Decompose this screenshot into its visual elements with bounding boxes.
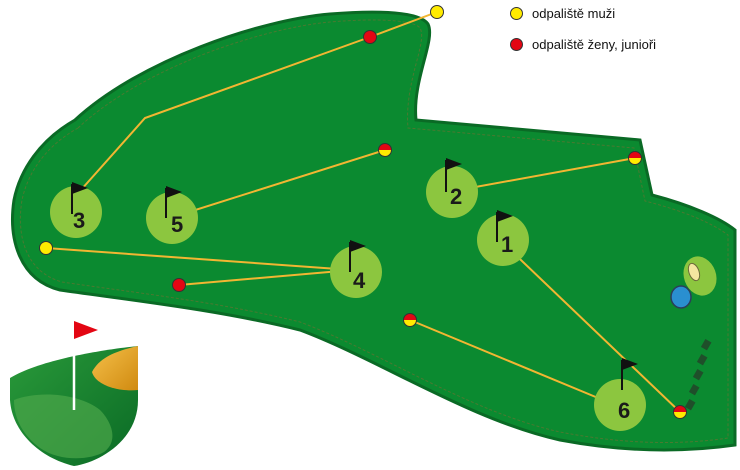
hole-number-5: 5 (171, 212, 183, 237)
hole-number-6: 6 (618, 398, 630, 423)
tee-marker-icon (39, 241, 53, 255)
green-5 (146, 192, 198, 244)
tee-marker-icon (363, 30, 377, 44)
legend-men-label: odpaliště muži (532, 6, 616, 21)
green-6 (594, 379, 646, 431)
logo-sand (92, 346, 138, 391)
tee-marker-icon (172, 278, 186, 292)
flag-icon (445, 158, 462, 192)
sand-bunker (687, 262, 701, 282)
tee-marker-icon (628, 151, 642, 165)
green-1 (477, 214, 529, 266)
logo-fairway (14, 394, 113, 459)
green-2 (426, 166, 478, 218)
path-hole-3 (71, 11, 438, 201)
tee-marker-icon (510, 38, 523, 51)
hole-number-2: 2 (450, 184, 462, 209)
hole-number-3: 3 (73, 208, 85, 233)
hole-number-4: 4 (353, 268, 366, 293)
flag-icon (165, 186, 182, 218)
tee-marker-icon (430, 5, 444, 19)
flag-icon (349, 240, 366, 272)
women-tees (172, 30, 377, 292)
flag-icon (496, 210, 513, 242)
hole-number-1: 1 (501, 232, 513, 257)
tee-marker-icon (510, 7, 523, 20)
men-tees (39, 5, 444, 255)
green-3 (50, 186, 102, 238)
legend-women-junior-label: odpaliště ženy, junioři (532, 37, 657, 52)
path-hole-1 (499, 239, 681, 413)
flag-icon (621, 358, 638, 390)
hazards (670, 256, 717, 309)
path-hole-4-women (178, 269, 353, 286)
course-fairway-area (11, 10, 737, 452)
flags (71, 158, 638, 390)
hole-paths (45, 11, 681, 413)
course-logo (10, 321, 138, 466)
boundary-marks (684, 339, 712, 411)
greens (50, 166, 646, 431)
tee-marker-icon (403, 313, 417, 327)
path-hole-4-men (45, 247, 353, 271)
legend-women-junior: odpaliště ženy, junioři (510, 37, 656, 52)
course-inner-outline (19, 19, 729, 443)
tee-marker-icon (673, 405, 687, 419)
water-hazard (670, 285, 692, 309)
tee-marker-icon (378, 143, 392, 157)
shared-tees (378, 143, 687, 419)
flag-icon (71, 182, 88, 214)
green-4 (330, 246, 382, 298)
path-hole-6 (409, 319, 616, 406)
logo-flag-icon (74, 321, 98, 339)
path-hole-2 (447, 157, 636, 193)
path-hole-5 (169, 149, 386, 219)
legend-men: odpaliště muži (510, 6, 615, 21)
